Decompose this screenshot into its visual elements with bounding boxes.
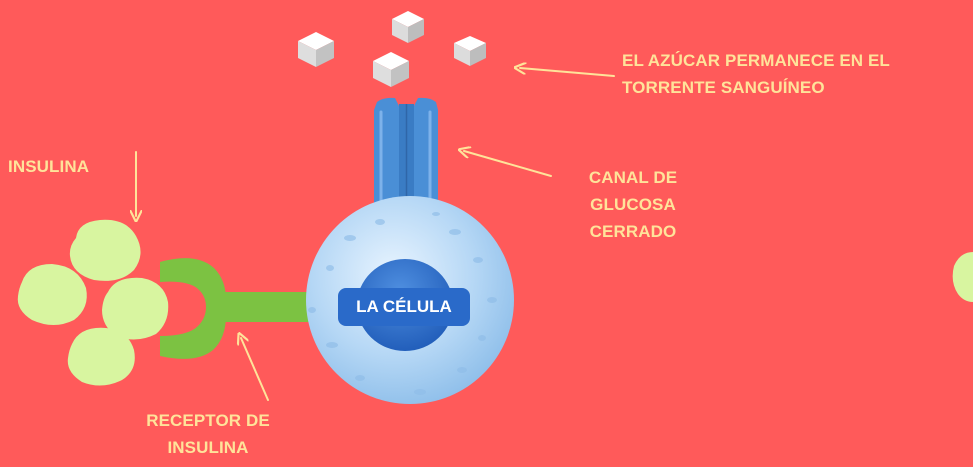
arrow-icon — [520, 68, 615, 77]
arrow-icon — [241, 338, 269, 401]
insulin-label: INSULINA — [8, 157, 90, 176]
receptor-icon — [160, 258, 314, 359]
insulin-molecule-icon — [952, 252, 973, 302]
sugar-cube-icon — [454, 36, 486, 66]
insulin-molecule-icon — [17, 264, 87, 325]
arrows — [136, 68, 615, 401]
arrow-icon — [464, 151, 552, 177]
glucose-channel-label: CANAL DE GLUCOSA CERRADO — [560, 164, 706, 245]
insulin-molecule-icon — [69, 219, 141, 281]
insulin-molecule-icon — [67, 327, 135, 386]
channel-label-line3: CERRADO — [589, 222, 677, 241]
receptor-label-line1: RECEPTOR DE — [146, 411, 270, 430]
sugar-cube-icon — [373, 52, 409, 87]
sugar-remains-label: EL AZÚCAR PERMANECE EN EL TORRENTE SANGU… — [622, 47, 890, 101]
receptor-label: RECEPTOR DE INSULINA — [120, 407, 296, 461]
insulin-molecules — [17, 219, 973, 386]
sugar-cube-icon — [392, 11, 424, 43]
channel-label-line2: GLUCOSA — [590, 195, 676, 214]
sugar-label-line2: TORRENTE SANGUÍNEO — [622, 78, 825, 97]
sugar-cube-icon — [298, 32, 334, 67]
receptor-label-line2: INSULINA — [167, 438, 249, 457]
glucose-channel-icon — [374, 97, 438, 215]
insulin-molecule-icon — [102, 277, 169, 340]
channel-label-line1: CANAL DE — [588, 168, 678, 187]
sugar-label-line1: EL AZÚCAR PERMANECE EN EL — [622, 51, 890, 70]
cell-label: LA CÉLULA — [338, 288, 470, 326]
sugar-cubes — [298, 11, 486, 87]
